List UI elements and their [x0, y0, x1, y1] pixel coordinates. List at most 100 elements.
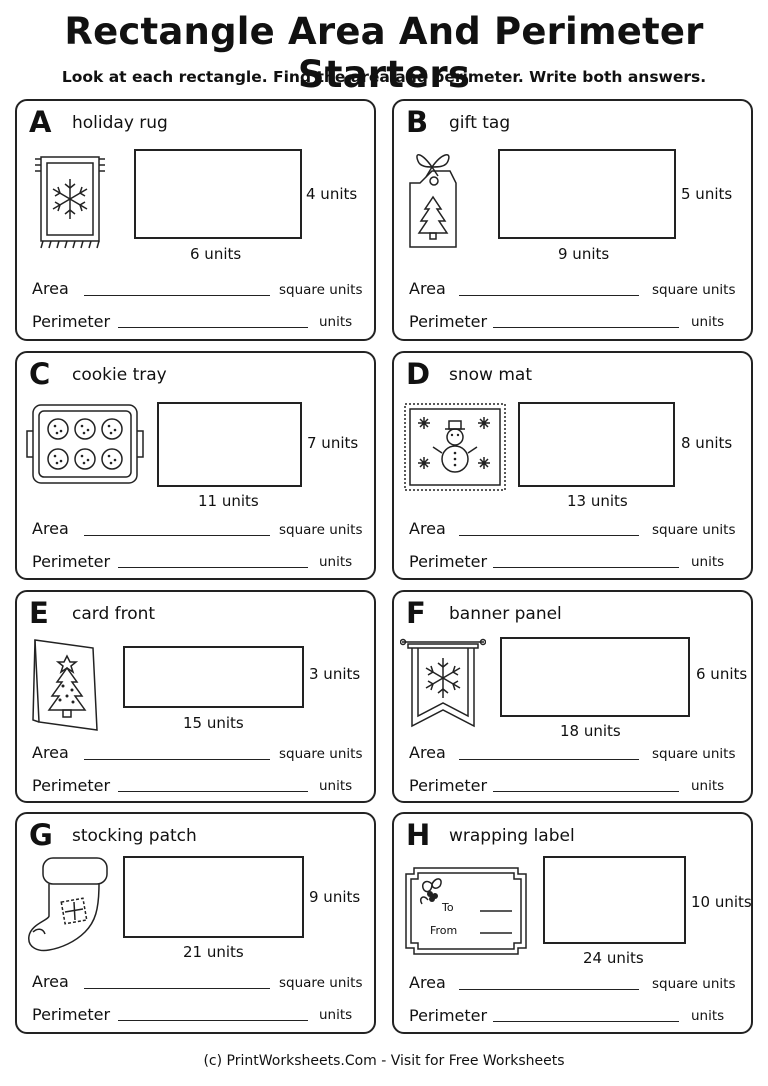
length-label: 9 units	[558, 245, 610, 263]
area-label: Area	[32, 519, 69, 538]
perimeter-answer-line[interactable]	[118, 567, 308, 568]
length-label: 21 units	[183, 943, 244, 961]
gift-tag-tree-icon	[409, 154, 457, 248]
problem-card-b: B gift tag 5 units 9 units Area square u…	[392, 99, 753, 341]
holly-label-icon: To From	[402, 864, 530, 958]
instructions: Look at each rectangle. Find the area an…	[61, 68, 707, 86]
perimeter-label: Perimeter	[409, 1006, 488, 1025]
label-from-text: From	[430, 924, 458, 937]
perimeter-label: Perimeter	[409, 552, 488, 571]
area-answer-line[interactable]	[459, 535, 639, 536]
area-unit: square units	[652, 282, 736, 298]
area-unit: square units	[279, 282, 363, 298]
perimeter-answer-line[interactable]	[118, 791, 308, 792]
area-answer-line[interactable]	[84, 535, 270, 536]
problem-card-a: A holiday rug	[15, 99, 376, 341]
perimeter-label: Perimeter	[32, 312, 111, 331]
perimeter-answer-line[interactable]	[493, 567, 679, 568]
area-unit: square units	[279, 975, 363, 991]
rectangle-shape	[498, 149, 676, 239]
card-title: card front	[72, 604, 156, 624]
perimeter-answer-line[interactable]	[493, 791, 679, 792]
rectangle-shape	[518, 402, 675, 487]
cookie-tray-icon	[26, 404, 144, 484]
rectangle-shape	[123, 646, 304, 708]
length-label: 13 units	[567, 492, 628, 510]
rectangle-shape	[543, 856, 686, 944]
area-label: Area	[32, 972, 69, 991]
footer-credit: (c) PrintWorksheets.Com - Visit for Free…	[203, 1053, 565, 1069]
card-title: snow mat	[449, 365, 532, 385]
problem-card-g: G stocking patch 9 units 21 units Area s…	[15, 812, 376, 1034]
area-unit: square units	[652, 746, 736, 762]
width-label: 8 units	[681, 434, 733, 452]
length-label: 15 units	[183, 714, 244, 732]
stocking-icon	[28, 857, 108, 952]
width-label: 4 units	[306, 185, 358, 203]
perimeter-unit: units	[691, 314, 725, 330]
perimeter-answer-line[interactable]	[118, 1020, 308, 1021]
width-label: 10 units	[691, 893, 752, 911]
worksheet-title: Rectangle Area And Perimeter Starters	[64, 10, 704, 96]
card-letter: B	[406, 105, 429, 139]
length-label: 24 units	[583, 949, 644, 967]
area-answer-line[interactable]	[459, 989, 639, 990]
card-title: gift tag	[449, 113, 511, 133]
rectangle-shape	[157, 402, 302, 487]
problem-card-h: H wrapping label To From 10 units 24 uni…	[392, 812, 753, 1034]
card-letter: D	[406, 357, 431, 391]
width-label: 7 units	[307, 434, 359, 452]
area-answer-line[interactable]	[459, 295, 639, 296]
perimeter-unit: units	[691, 1008, 725, 1024]
perimeter-answer-line[interactable]	[493, 327, 679, 328]
snowman-mat-icon	[404, 403, 506, 491]
problem-card-d: D snow mat	[392, 351, 753, 580]
width-label: 6 units	[696, 665, 748, 683]
perimeter-label: Perimeter	[409, 312, 488, 331]
card-title: cookie tray	[72, 365, 167, 385]
card-title: wrapping label	[449, 826, 575, 846]
perimeter-label: Perimeter	[409, 776, 488, 795]
width-label: 9 units	[309, 888, 361, 906]
perimeter-unit: units	[691, 778, 725, 794]
perimeter-unit: units	[319, 554, 353, 570]
card-title: stocking patch	[72, 826, 197, 846]
card-letter: C	[29, 357, 51, 391]
tree-card-icon	[32, 639, 98, 731]
width-label: 5 units	[681, 185, 733, 203]
rectangle-shape	[500, 637, 690, 717]
area-label: Area	[32, 743, 69, 762]
card-letter: G	[29, 818, 53, 852]
length-label: 6 units	[190, 245, 242, 263]
area-label: Area	[32, 279, 69, 298]
area-label: Area	[409, 743, 446, 762]
card-title: banner panel	[449, 604, 562, 624]
perimeter-unit: units	[319, 778, 353, 794]
area-unit: square units	[279, 746, 363, 762]
card-title: holiday rug	[72, 113, 168, 133]
area-answer-line[interactable]	[84, 295, 270, 296]
perimeter-label: Perimeter	[32, 552, 111, 571]
area-answer-line[interactable]	[84, 988, 270, 989]
area-answer-line[interactable]	[84, 759, 270, 760]
perimeter-label: Perimeter	[32, 776, 111, 795]
area-unit: square units	[279, 522, 363, 538]
area-answer-line[interactable]	[459, 759, 639, 760]
width-label: 3 units	[309, 665, 361, 683]
perimeter-answer-line[interactable]	[118, 327, 308, 328]
card-letter: H	[406, 818, 431, 852]
perimeter-label: Perimeter	[32, 1005, 111, 1024]
card-letter: F	[406, 596, 426, 630]
perimeter-answer-line[interactable]	[493, 1021, 679, 1022]
card-letter: E	[29, 596, 49, 630]
problem-card-c: C cookie tray 7 units 11 units Area squa	[15, 351, 376, 580]
perimeter-unit: units	[319, 314, 353, 330]
area-unit: square units	[652, 522, 736, 538]
perimeter-unit: units	[319, 1007, 353, 1023]
rectangle-shape	[134, 149, 302, 239]
problem-card-f: F banner panel 6 units 18 units Area s	[392, 590, 753, 803]
rug-snowflake-icon	[35, 156, 105, 249]
length-label: 11 units	[198, 492, 259, 510]
card-letter: A	[29, 105, 52, 139]
length-label: 18 units	[560, 722, 621, 740]
